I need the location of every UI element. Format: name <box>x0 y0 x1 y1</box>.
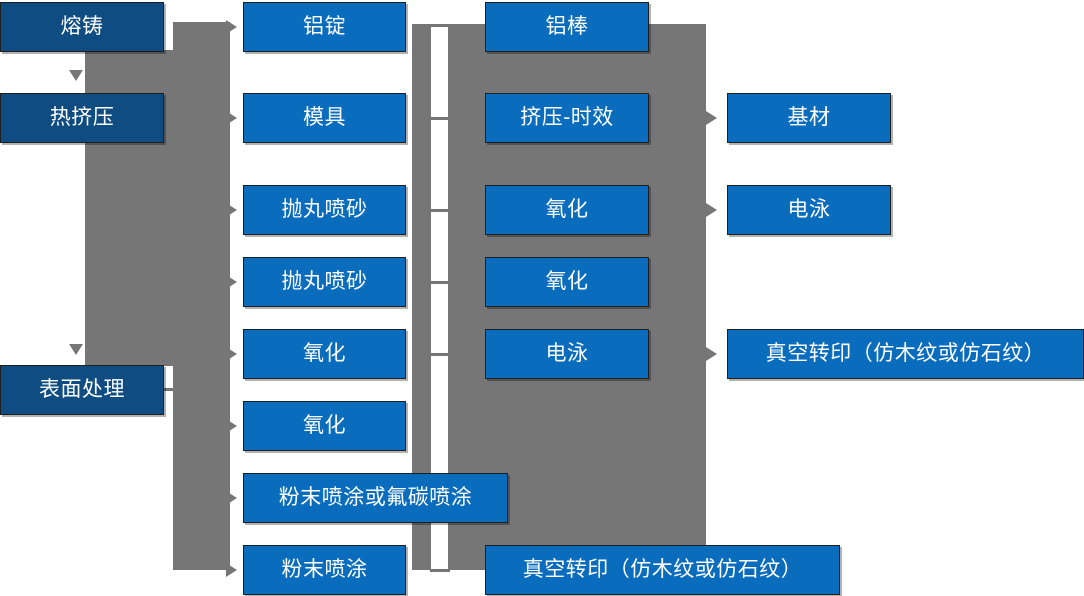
node-sub-powder-fluorocarbon[interactable]: 粉末喷涂或氟碳喷涂 <box>243 473 508 523</box>
node-label: 粉末喷涂或氟碳喷涂 <box>278 486 473 510</box>
node-label: 粉末喷涂 <box>281 558 368 582</box>
mid-link-row-6 <box>430 569 450 572</box>
node-label: 热挤压 <box>49 106 115 130</box>
mid-thin-bar-connector <box>412 24 431 570</box>
node-label: 模具 <box>303 106 346 130</box>
arrow-to-out-vacuum <box>706 347 717 361</box>
node-label: 氧化 <box>303 342 346 366</box>
node-label: 氧化 <box>545 198 589 222</box>
node-op-extrusion-aging[interactable]: 挤压-时效 <box>485 93 649 143</box>
node-stage-surface[interactable]: 表面处理 <box>0 365 164 415</box>
node-stage-melting[interactable]: 熔铸 <box>0 2 164 52</box>
node-sub-ingot[interactable]: 铝锭 <box>243 2 406 52</box>
node-op-vacuum-transfer[interactable]: 真空转印（仿木纹或仿石纹） <box>485 545 840 595</box>
node-op-electrophoresis[interactable]: 电泳 <box>485 329 649 379</box>
node-sub-powder[interactable]: 粉末喷涂 <box>243 545 406 595</box>
arrow-to-sub-blast-1 <box>226 203 237 217</box>
node-label: 基材 <box>787 106 831 130</box>
arrow-to-sub-mold <box>226 111 237 125</box>
node-label: 真空转印（仿木纹或仿石纹） <box>522 558 803 582</box>
node-out-electrophoresis[interactable]: 电泳 <box>727 185 891 235</box>
mid-link-row-3 <box>430 209 450 212</box>
surface-stage-link <box>163 388 195 391</box>
node-label: 氧化 <box>303 414 346 438</box>
node-label: 电泳 <box>787 198 831 222</box>
arrow-to-sub-oxide-2 <box>226 419 237 433</box>
mid-link-row-4 <box>430 281 450 284</box>
node-sub-blast-1[interactable]: 抛丸喷砂 <box>243 185 406 235</box>
arrow-to-sub-ingot <box>226 20 237 34</box>
node-label: 电泳 <box>545 342 589 366</box>
arrow-to-out-electro <box>706 203 717 217</box>
arrow-to-sub-powder <box>226 563 237 577</box>
node-label: 铝锭 <box>303 15 346 39</box>
node-sub-oxide-2[interactable]: 氧化 <box>243 401 406 451</box>
node-sub-oxide-1[interactable]: 氧化 <box>243 329 406 379</box>
node-op-bar[interactable]: 铝棒 <box>485 2 649 52</box>
arrow-to-sub-powder-f <box>226 491 237 505</box>
node-op-oxide-2[interactable]: 氧化 <box>485 257 649 307</box>
node-label: 铝棒 <box>545 15 589 39</box>
node-label: 氧化 <box>545 270 589 294</box>
node-stage-extrude[interactable]: 热挤压 <box>0 93 164 143</box>
arrow-to-out-substrate <box>706 111 717 125</box>
node-label: 表面处理 <box>39 378 125 402</box>
node-out-substrate[interactable]: 基材 <box>727 93 891 143</box>
node-op-oxide-1[interactable]: 氧化 <box>485 185 649 235</box>
substep-trunk-connector <box>173 22 230 570</box>
node-sub-blast-2[interactable]: 抛丸喷砂 <box>243 257 406 307</box>
node-label: 熔铸 <box>60 15 104 39</box>
arrow-melting-to-extrude <box>69 70 83 81</box>
arrow-to-sub-blast-2 <box>226 275 237 289</box>
mid-link-row-2 <box>430 117 450 120</box>
node-label: 抛丸喷砂 <box>281 270 368 294</box>
node-sub-mold[interactable]: 模具 <box>243 93 406 143</box>
mid-link-row-1 <box>430 24 450 27</box>
arrow-extrude-to-surface <box>69 344 83 355</box>
node-label: 抛丸喷砂 <box>281 198 368 222</box>
mid-link-row-5 <box>430 353 450 356</box>
node-out-vacuum-transfer[interactable]: 真空转印（仿木纹或仿石纹） <box>727 329 1084 379</box>
node-label: 真空转印（仿木纹或仿石纹） <box>765 342 1046 366</box>
node-label: 挤压-时效 <box>520 106 614 130</box>
arrow-to-sub-oxide-1 <box>226 347 237 361</box>
